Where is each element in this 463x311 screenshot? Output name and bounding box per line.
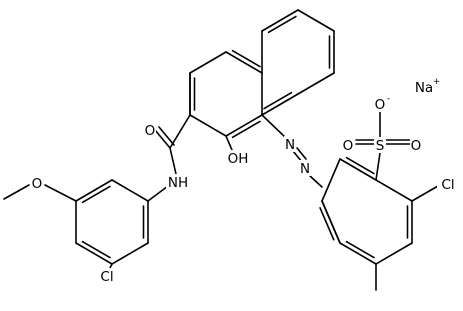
- bond-ring-oh: [225, 135, 233, 151]
- bond-ring-s: [375, 152, 381, 181]
- bond-right-6: [339, 242, 377, 265]
- bond-layer: [3, 9, 439, 291]
- azo-nitrogen-1-label: N: [285, 137, 295, 153]
- sodium-charge: +: [433, 77, 440, 87]
- bond-naph-g-h: [261, 9, 299, 32]
- bond-naph-k-e-inner: [263, 91, 293, 110]
- bond-anil-4-5-inner: [81, 240, 111, 259]
- bond-naph-e-f: [225, 114, 263, 137]
- bond-carbonyl-o: [154, 129, 171, 149]
- bond-naph-f-a: [189, 114, 227, 137]
- sulfur-label: S: [376, 138, 385, 154]
- atom-label-layer: Cl O NH O OH N N S O O O - Cl Na +: [31, 77, 459, 285]
- bond-naph-e-f-inner: [231, 120, 261, 139]
- bond-right-7b: [321, 200, 341, 244]
- bond-naph-h-i: [297, 9, 335, 32]
- bond-anil-5-6: [111, 242, 149, 265]
- cl-right-label: Cl: [441, 177, 454, 193]
- sulfonyl-oxygen-left-label: O: [343, 138, 354, 154]
- bond-naph-g-h-inner: [267, 15, 297, 34]
- azo-nitrogen-2-label: N: [300, 161, 310, 177]
- bond-naph-c-d-inner: [231, 49, 261, 68]
- bond-right-3: [375, 179, 413, 202]
- bond-naph-k-e: [261, 93, 299, 116]
- sulfonate-oxygen-label: O: [375, 97, 386, 113]
- bond-ring-n1: [261, 114, 287, 139]
- bond-methoxy-methyl: [3, 184, 30, 200]
- amide-nh-label: NH: [168, 175, 188, 191]
- bond-carbonyl-nh: [169, 147, 177, 175]
- sulfonyl-oxygen-right-label: O: [411, 138, 422, 154]
- bond-right-2: [339, 158, 377, 181]
- bond-n2-ring: [309, 175, 323, 188]
- bond-right-5: [375, 242, 413, 265]
- bond-right-1: [321, 158, 341, 202]
- bond-naph-b-c: [189, 51, 227, 74]
- bond-right-6-inner: [345, 240, 375, 259]
- bond-ring-cl: [411, 185, 439, 202]
- bond-right-7b-inner: [319, 207, 335, 241]
- bond-anil-cl: [109, 263, 113, 269]
- bond-anil-2-3-inner: [81, 185, 111, 204]
- hydroxyl-label: OH: [228, 151, 249, 167]
- bond-naph-c-d: [225, 51, 263, 74]
- bond-anil-methoxy-o: [44, 184, 77, 202]
- methoxy-oxygen-label: O: [32, 176, 43, 192]
- sulfonate-charge: -: [387, 94, 390, 104]
- bond-anil-1-2: [111, 179, 149, 202]
- bond-anil-2-3: [75, 179, 113, 202]
- sodium-label: Na: [415, 80, 433, 96]
- bond-right-2-inner: [345, 156, 375, 175]
- bond-ring-carbonyl: [169, 114, 191, 149]
- bond-naph-j-k: [297, 72, 335, 95]
- bond-anil-4-5: [75, 242, 113, 265]
- cl-bottom-label: Cl: [100, 269, 113, 285]
- bond-n1-n2-inner: [296, 147, 307, 160]
- bond-carbonyl-o-inner: [158, 126, 175, 146]
- carbonyl-oxygen-label: O: [145, 123, 156, 139]
- bond-nh-ring: [147, 185, 169, 202]
